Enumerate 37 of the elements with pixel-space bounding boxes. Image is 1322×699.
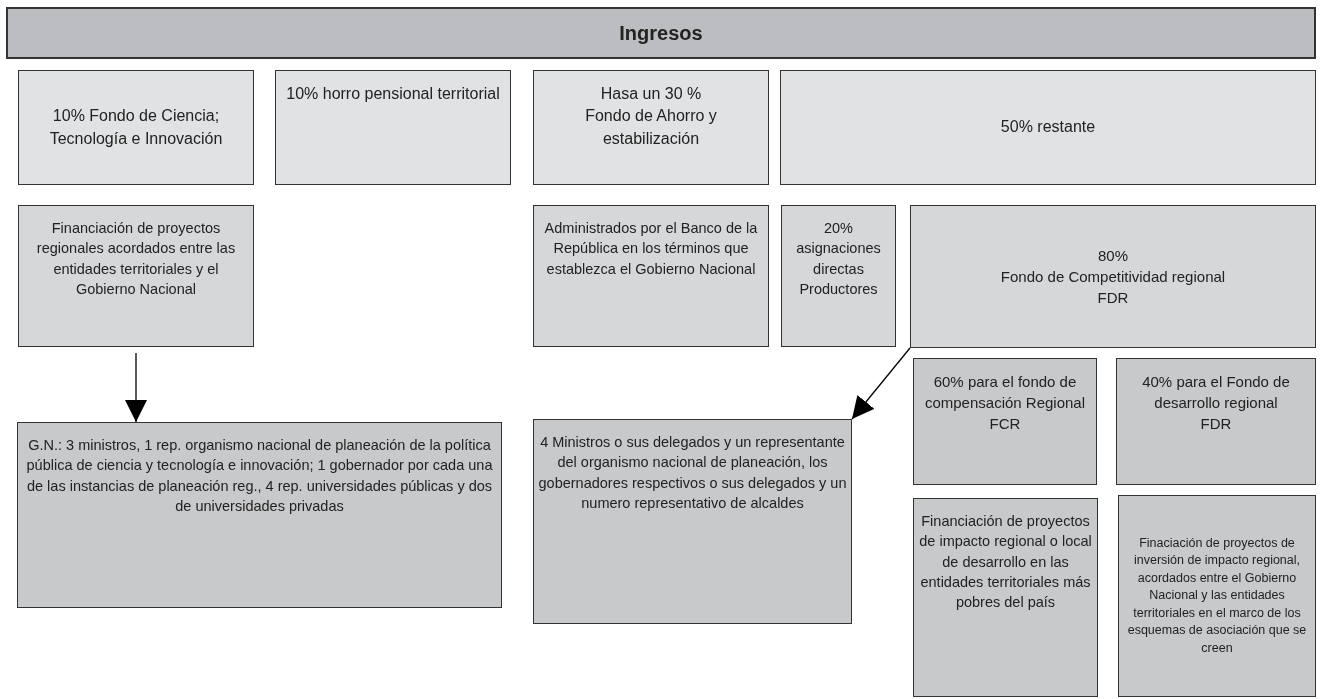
text-box xyxy=(780,70,1316,185)
box-text: FDR xyxy=(1200,414,1232,434)
box-text: 20% asignaciones directas Productores xyxy=(795,219,882,299)
text-box xyxy=(533,205,769,347)
box-text: FCR xyxy=(989,414,1021,434)
box-text: 60% para el fondo de compensación Regional xyxy=(923,372,1087,413)
box-text: Finaciación de proyectos de inversión de impacto regional, acordados entre el Gobierno Nacional y las entidades territoriales en el marco de los esquemas de asociación que se creen xyxy=(1126,534,1308,657)
text-box xyxy=(1118,495,1316,697)
text-box xyxy=(913,358,1097,485)
box-text: 80% xyxy=(1098,246,1128,266)
text-box xyxy=(913,498,1098,697)
text-box xyxy=(275,70,511,185)
box-text: Administrados por el Banco de la República en los términos que establezca el Gobierno Nacional xyxy=(543,219,759,279)
box-text: 10% Fondo de Ciencia; Tecnología e Innovación xyxy=(48,106,224,149)
text-box xyxy=(18,70,254,185)
arrow xyxy=(125,352,147,423)
box-text: Fondo de Competitividad regional xyxy=(1000,267,1226,287)
text-box xyxy=(533,419,852,624)
box-text: Hasa un 30 % xyxy=(600,84,702,104)
box-text: FDR xyxy=(1097,288,1129,308)
text-box xyxy=(533,70,769,185)
box-text: 50% restante xyxy=(1000,117,1096,138)
box-text: G.N.: 3 ministros, 1 rep. organismo nacional de planeación de la política pública de ciencia y tecnología e innovación; 1 gobernador por cada una de las instancias de planeación reg., 4 rep. universidades públicas y dos de universidades privadas xyxy=(25,436,494,516)
text-box xyxy=(910,205,1316,348)
box-text: 40% para el Fondo de desarrollo regional xyxy=(1141,372,1291,413)
box-text: Financiación de proyectos de impacto regional o local de desarrollo en las entidades territoriales más pobres del país xyxy=(918,512,1093,613)
box-text: Fondo de Ahorro y estabilización xyxy=(584,106,718,149)
text-box xyxy=(18,205,254,347)
header-bar xyxy=(6,7,1316,59)
header-title: Ingresos xyxy=(619,21,703,46)
box-text: 4 Ministros o sus delegados y un representante del organismo nacional de planeación, los gobernadores respectivos o sus delegados y un numero representativo de alcaldes xyxy=(538,433,847,513)
text-box xyxy=(17,422,502,608)
arrow xyxy=(851,347,911,420)
box-text: Financiación de proyectos regionales acordados entre las entidades territoriales y el Gobierno Nacional xyxy=(35,219,237,299)
text-box xyxy=(1116,358,1316,485)
box-text: 10% horro pensional territorial xyxy=(286,84,500,104)
text-box xyxy=(781,205,896,347)
